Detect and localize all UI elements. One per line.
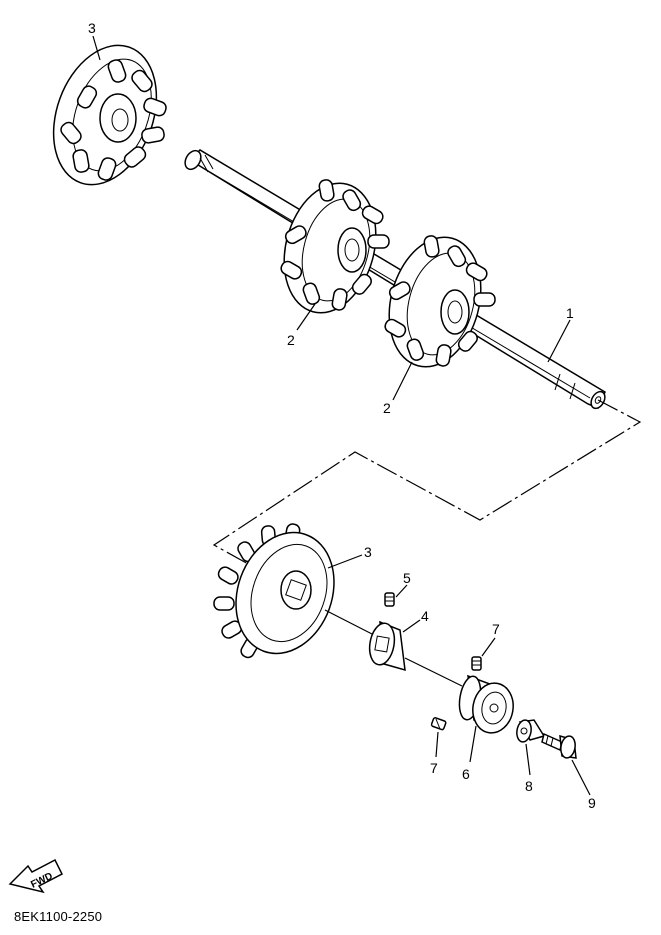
callout-4: 4 xyxy=(421,608,429,624)
callout-3-bottom: 3 xyxy=(364,544,372,560)
nut[interactable] xyxy=(515,719,546,743)
set-screw-7-upper[interactable] xyxy=(471,656,482,671)
callout-8: 8 xyxy=(525,778,533,794)
callout-5: 5 xyxy=(403,570,411,586)
sprocket-wheel-top[interactable] xyxy=(35,31,174,199)
set-screw-5[interactable] xyxy=(384,592,395,607)
callout-3-top: 3 xyxy=(88,20,96,36)
drawing-code: 8EK1100-2250 xyxy=(14,909,103,924)
callout-2-left: 2 xyxy=(287,332,295,348)
set-screw-7-lower[interactable] xyxy=(430,717,447,731)
callout-9: 9 xyxy=(588,795,596,811)
sprocket-middle-left[interactable] xyxy=(270,173,390,323)
callout-7-lower: 7 xyxy=(430,760,438,776)
assembly-reference-line xyxy=(212,399,642,566)
fwd-arrow-icon: FWD xyxy=(8,858,64,894)
callout-2-right: 2 xyxy=(383,400,391,416)
callout-7-upper: 7 xyxy=(492,621,500,637)
callout-1: 1 xyxy=(566,305,574,321)
drive-shaft[interactable] xyxy=(182,148,608,411)
leader-lines xyxy=(92,35,591,796)
sprocket-wheel-bottom[interactable] xyxy=(213,519,350,668)
bolt[interactable] xyxy=(541,732,577,759)
bearing[interactable] xyxy=(456,674,517,736)
callout-6: 6 xyxy=(462,766,470,782)
collar[interactable] xyxy=(367,620,406,672)
sprocket-middle-right[interactable] xyxy=(375,227,496,377)
